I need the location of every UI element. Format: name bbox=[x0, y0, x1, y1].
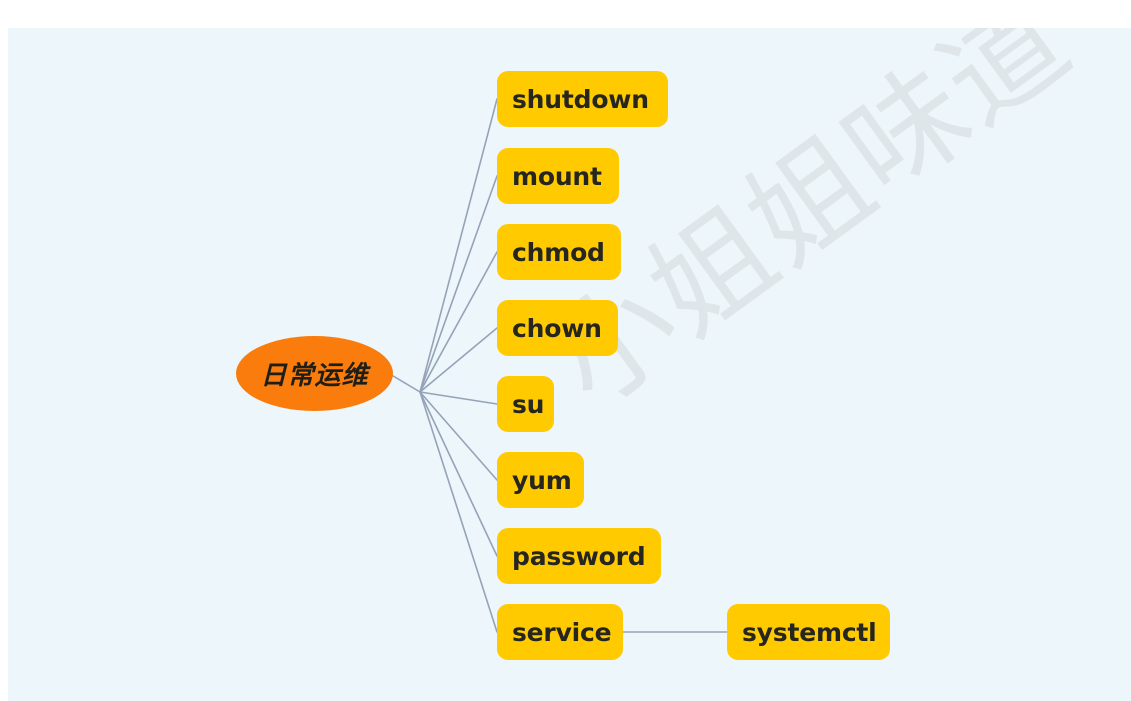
link-root-stub bbox=[388, 372, 421, 393]
topic-node-mount[interactable]: mount bbox=[497, 148, 619, 204]
topic-node-su[interactable]: su bbox=[497, 376, 554, 432]
link-root-to-yum bbox=[419, 391, 498, 481]
subtopic-node-systemctl-label: systemctl bbox=[742, 617, 877, 647]
topic-node-service-label: service bbox=[512, 617, 612, 647]
watermark: 小姐姐味道 bbox=[527, 28, 1128, 578]
subtopic-node-systemctl[interactable]: systemctl bbox=[727, 604, 890, 660]
topic-node-su-label: su bbox=[512, 389, 545, 419]
topic-node-shutdown[interactable]: shutdown bbox=[497, 71, 668, 127]
root-node-daily-ops-label: 日常运维 bbox=[260, 361, 369, 391]
topic-node-password-label: password bbox=[512, 541, 646, 571]
topic-node-yum[interactable]: yum bbox=[497, 452, 584, 508]
mindmap-canvas[interactable]: 小姐姐味道 日常运维 shutdown mount chmod chown su yum pa… bbox=[8, 28, 1131, 701]
topic-node-chown-label: chown bbox=[512, 313, 602, 343]
topic-node-shutdown-label: shutdown bbox=[512, 84, 649, 114]
link-root-to-chmod bbox=[419, 251, 498, 393]
topic-node-chmod-label: chmod bbox=[512, 237, 605, 267]
link-root-to-su bbox=[419, 391, 498, 405]
topic-node-chmod[interactable]: chmod bbox=[497, 224, 621, 280]
topic-node-password[interactable]: password bbox=[497, 528, 661, 584]
link-root-to-shutdown bbox=[419, 98, 498, 393]
link-root-to-chown bbox=[419, 327, 498, 393]
topic-node-service[interactable]: service bbox=[497, 604, 623, 660]
connector-lines bbox=[388, 98, 728, 633]
topic-node-mount-label: mount bbox=[512, 161, 602, 191]
link-root-to-service bbox=[419, 391, 498, 633]
root-node-daily-ops[interactable]: 日常运维 bbox=[236, 336, 393, 411]
topic-node-chown[interactable]: chown bbox=[497, 300, 618, 356]
link-root-to-mount bbox=[419, 175, 498, 393]
link-root-to-password bbox=[419, 391, 498, 557]
topic-node-yum-label: yum bbox=[512, 465, 572, 495]
